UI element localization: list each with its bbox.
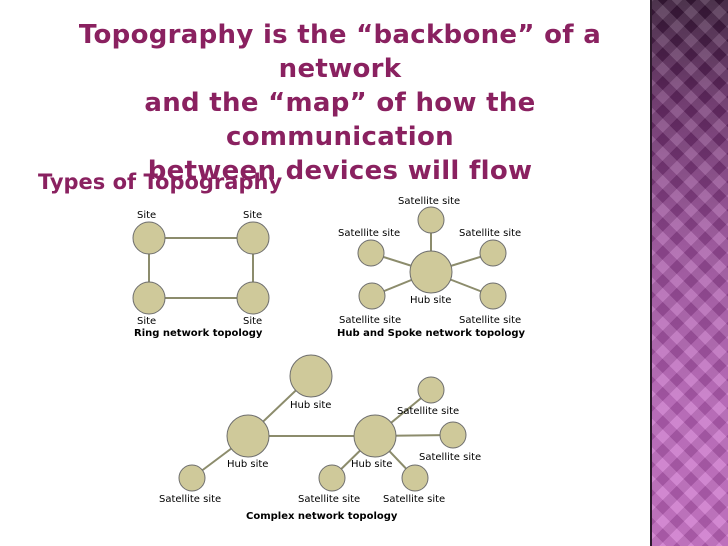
satellite-node [417, 206, 445, 234]
satellite-label: Satellite site [398, 196, 460, 207]
ring-caption: Ring network topology [134, 328, 263, 339]
hub-spoke-caption: Hub and Spoke network topology [337, 328, 525, 339]
ring-site-node [132, 281, 166, 315]
hub-label: Hub site [410, 295, 451, 306]
ring-site-node [236, 221, 270, 255]
satellite-node [401, 464, 429, 492]
ring-site-label: Site [137, 210, 156, 221]
hub-label: Hub site [290, 400, 331, 411]
complex-caption: Complex network topology [246, 511, 398, 522]
slide-title-line-1: Topography is the “backbone” of a networ… [78, 20, 602, 84]
hub-spoke-topology-diagram: Satellite site Satellite site Satellite … [337, 196, 525, 339]
satellite-node [178, 464, 206, 492]
satellite-label: Satellite site [339, 315, 401, 326]
satellite-node [417, 376, 445, 404]
hub-label: Hub site [351, 459, 392, 470]
satellite-label: Satellite site [338, 228, 400, 239]
satellite-label: Satellite site [159, 494, 221, 505]
ring-topology-diagram: Site Site Site Site Ring network topolog… [132, 210, 270, 339]
decorative-side-band [650, 0, 728, 546]
hub-node [289, 354, 333, 398]
ring-site-label: Site [243, 316, 262, 327]
ring-site-node [132, 221, 166, 255]
satellite-label: Satellite site [419, 452, 481, 463]
satellite-label: Satellite site [459, 315, 521, 326]
satellite-node [479, 282, 507, 310]
satellite-node [357, 239, 385, 267]
hub-node [226, 414, 270, 458]
satellite-label: Satellite site [298, 494, 360, 505]
satellite-node [318, 464, 346, 492]
hub-node [353, 414, 397, 458]
ring-site-node [236, 281, 270, 315]
ring-site-label: Site [243, 210, 262, 221]
satellite-node [358, 282, 386, 310]
satellite-node [439, 421, 467, 449]
complex-topology-diagram: Hub site Hub site Hub site Satellite sit… [159, 354, 481, 522]
hub-node [409, 250, 453, 294]
satellite-label: Satellite site [383, 494, 445, 505]
hub-label: Hub site [227, 459, 268, 470]
slide-title-line-2: and the “map” of how the communication [144, 88, 536, 152]
ring-site-label: Site [137, 316, 156, 327]
satellite-node [479, 239, 507, 267]
slide-title-line-3: between devices will flow [147, 156, 533, 186]
satellite-label: Satellite site [459, 228, 521, 239]
section-heading: Types of Topography [38, 170, 283, 194]
satellite-label: Satellite site [397, 406, 459, 417]
slide-title: Topography is the “backbone” of a networ… [40, 18, 640, 188]
